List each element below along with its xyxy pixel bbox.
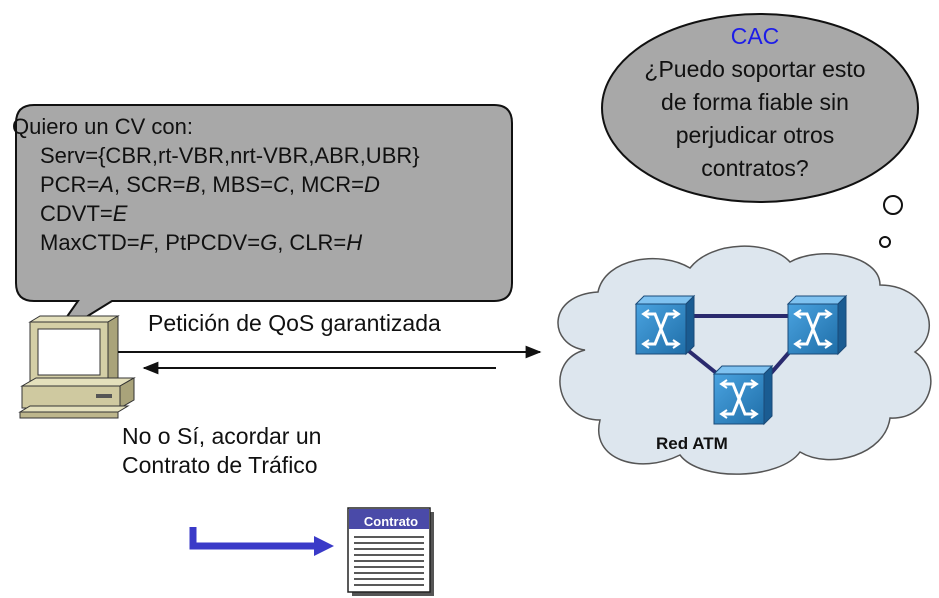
cac-thought-bubble	[601, 13, 919, 203]
cdvt-parameter: CDVT=E	[12, 199, 420, 228]
cac-thought-text: CAC ¿Puedo soportar esto de forma fiable…	[600, 20, 910, 185]
atm-network-cloud	[557, 245, 932, 475]
atm-switch-icon	[712, 364, 774, 426]
thought-dot-large	[883, 195, 903, 215]
rate-parameters: PCR=A, SCR=B, MBS=C, MCR=D	[12, 170, 420, 199]
clr-label: , CLR=	[277, 230, 347, 255]
cac-title: CAC	[730, 23, 780, 49]
mbs-value: C	[272, 172, 289, 197]
cdvt-value: E	[112, 201, 128, 226]
mcr-label: , MCR=	[288, 172, 365, 197]
traffic-contract-label: Contrato de Tráfico	[122, 452, 318, 478]
atm-switch-icon	[634, 294, 696, 356]
cdvt-label: CDVT=	[40, 201, 113, 226]
atm-switch-icon	[786, 294, 848, 356]
cac-question-line: ¿Puedo soportar esto	[644, 56, 866, 82]
thought-dot-small	[879, 236, 891, 248]
mcr-value: D	[364, 172, 380, 197]
desktop-computer-icon	[18, 315, 136, 419]
cac-question-line: perjudicar otros	[675, 122, 835, 148]
user-request-text: Quiero un CV con: Serv={CBR,rt-VBR,nrt-V…	[12, 112, 420, 257]
contract-title: Contrato	[363, 514, 419, 529]
contract-arrow	[189, 527, 334, 556]
ptpcdv-value: G	[260, 230, 278, 255]
ptpcdv-label: , PtPCDV=	[153, 230, 261, 255]
maxctd-value: F	[139, 230, 154, 255]
contract-document-icon	[347, 507, 434, 596]
network-label: Red ATM	[656, 434, 728, 453]
cac-question-line: contratos?	[701, 155, 809, 181]
cac-question-line: de forma fiable sin	[661, 89, 849, 115]
pcr-label: PCR=	[40, 172, 100, 197]
qos-request-label: Petición de QoS garantizada	[148, 310, 441, 336]
maxctd-label: MaxCTD=	[40, 230, 140, 255]
mbs-label: , MBS=	[200, 172, 273, 197]
qos-parameters: MaxCTD=F, PtPCDV=G, CLR=H	[12, 228, 420, 257]
response-label: No o Sí, acordar un	[122, 423, 322, 449]
scr-label: , SCR=	[113, 172, 186, 197]
scr-value: B	[185, 172, 201, 197]
request-intro: Quiero un CV con:	[12, 114, 193, 139]
pcr-value: A	[99, 172, 114, 197]
service-categories: Serv={CBR,rt-VBR,nrt-VBR,ABR,UBR}	[40, 143, 420, 168]
clr-value: H	[346, 230, 363, 255]
